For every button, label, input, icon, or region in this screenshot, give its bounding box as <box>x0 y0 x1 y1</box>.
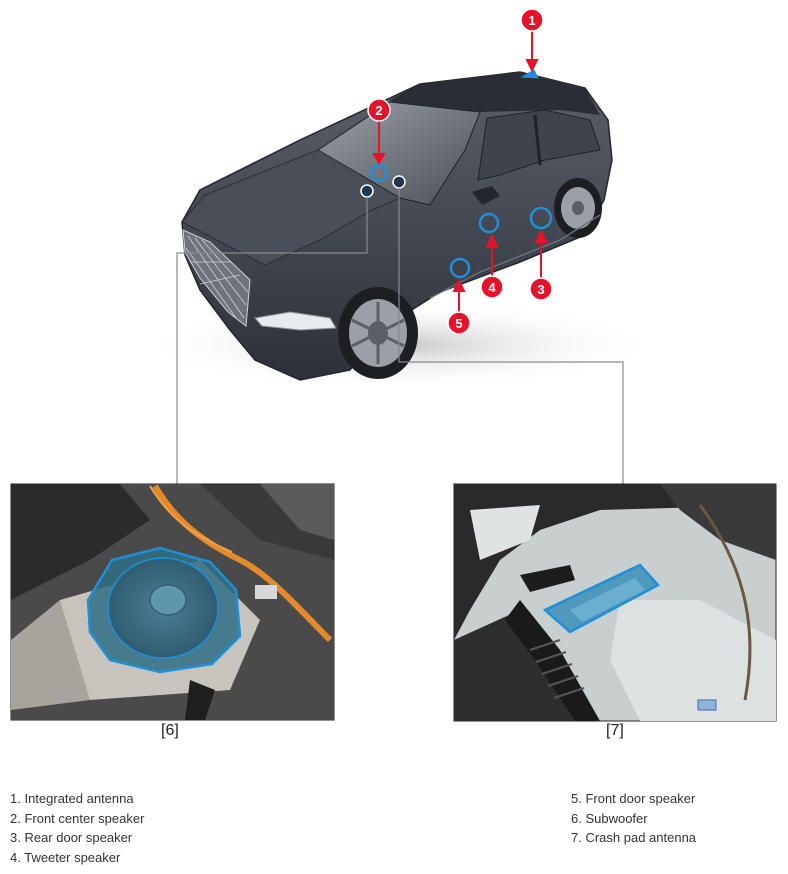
callout-badge-4: 4 <box>480 275 504 299</box>
legend-item: 7. Crash pad antenna <box>571 830 697 845</box>
callout-badge-2: 2 <box>367 98 391 122</box>
subwoofer-anchor-dot <box>360 184 374 198</box>
svg-text:4: 4 <box>488 280 496 295</box>
crash-pad-antenna-panel-label: [7] <box>606 722 624 739</box>
leader-lines <box>176 188 624 484</box>
car-illustration <box>140 69 660 390</box>
legend-item: 5. Front door speaker <box>571 791 696 806</box>
legend-item: 6. Subwoofer <box>571 810 648 826</box>
svg-text:1: 1 <box>528 13 535 28</box>
legend-left: 1. Integrated antenna 2. Front center sp… <box>10 789 144 867</box>
svg-text:3: 3 <box>537 282 544 297</box>
rear-door-speaker-marker <box>529 206 553 230</box>
subwoofer-detail-photo <box>10 483 335 721</box>
legend-item: 1. Integrated antenna <box>10 791 134 806</box>
subwoofer-panel-label: [6] <box>161 722 179 739</box>
callout-arrows <box>372 30 548 313</box>
location-markers <box>360 163 553 279</box>
svg-text:2: 2 <box>375 103 382 118</box>
legend-item: 4. Tweeter speaker <box>10 849 121 865</box>
callout-badge-3: 3 <box>529 277 553 301</box>
crash-pad-antenna-anchor-dot <box>392 175 406 189</box>
svg-text:5: 5 <box>455 316 462 331</box>
front-door-speaker-marker <box>449 257 471 279</box>
crash-pad-antenna-detail-photo <box>453 483 777 722</box>
callout-badge-5: 5 <box>447 311 471 335</box>
legend-right: 5. Front door speaker 6. Subwoofer 7. Cr… <box>571 789 696 848</box>
tweeter-speaker-marker <box>478 212 500 234</box>
callout-badge-1: 1 <box>520 8 544 32</box>
legend-item: 2. Front center speaker <box>10 810 145 826</box>
legend-item: 3. Rear door speaker <box>10 830 133 845</box>
